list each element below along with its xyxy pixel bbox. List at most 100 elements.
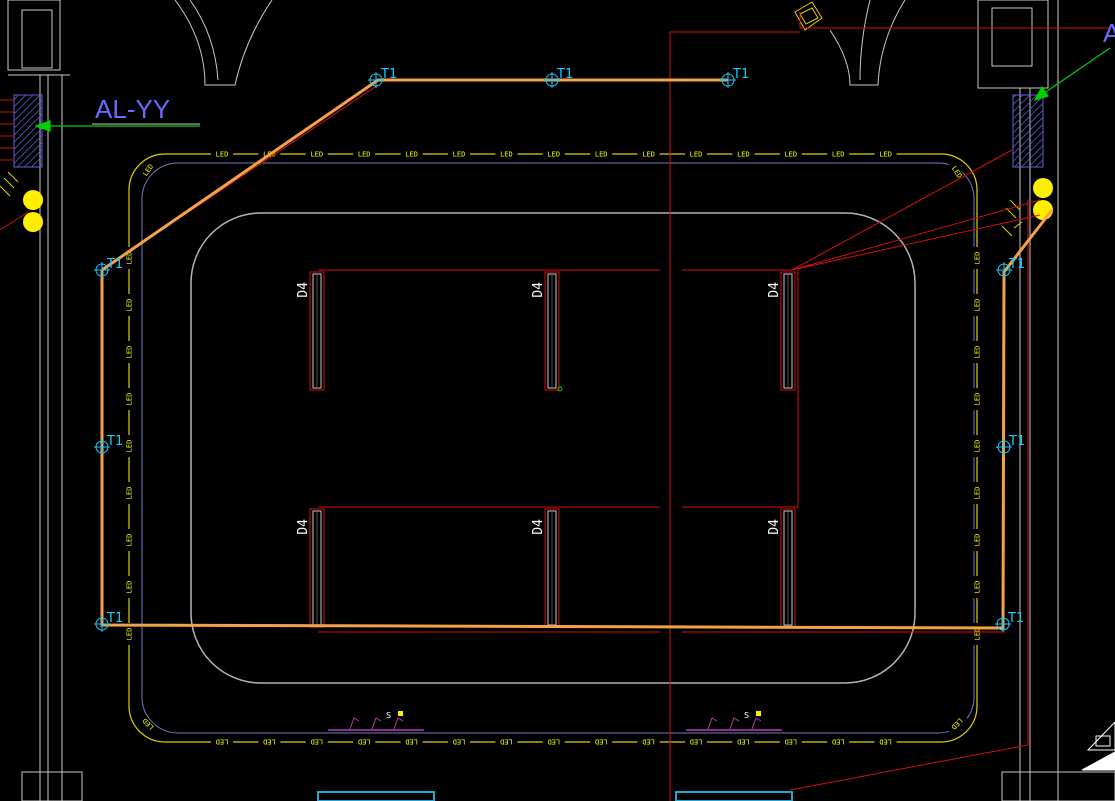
- led-label-bg: [125, 576, 133, 598]
- led-label: LED: [126, 628, 134, 641]
- linear-fixture-icon: D4: [767, 271, 796, 391]
- led-label: LED: [595, 151, 608, 159]
- led-label: LED: [126, 440, 134, 453]
- led-label: LED: [453, 738, 466, 746]
- led-label: LED: [974, 393, 982, 406]
- led-strip-ring: [128, 153, 978, 743]
- led-label: LED: [690, 738, 703, 746]
- cable-route-main: [100, 209, 1054, 630]
- led-label-bg: [542, 738, 565, 746]
- led-label: LED: [405, 151, 418, 159]
- junction-label: T1: [556, 67, 573, 82]
- junction-box-icon: T1: [996, 257, 1025, 278]
- panel-right-icon: [1012, 94, 1044, 168]
- led-label: LED: [974, 440, 982, 453]
- led-label-bg: [211, 150, 233, 158]
- bulb-icon: [1033, 178, 1053, 198]
- led-label: LED: [126, 299, 134, 312]
- led-label-bg: [637, 738, 660, 746]
- led-label: LED: [974, 487, 982, 500]
- linear-fixture-icon: D4: [296, 271, 325, 391]
- led-label-bg: [125, 435, 133, 457]
- led-label-bg: [138, 158, 158, 182]
- led-label: LED: [737, 151, 750, 159]
- outer-boundary: [141, 162, 975, 734]
- right-arch: [829, 0, 906, 86]
- led-label-bg: [685, 738, 707, 746]
- bulb-icon: [1033, 200, 1053, 220]
- led-label-bg: [827, 150, 850, 158]
- junction-box-icon: T1: [94, 257, 123, 278]
- led-label: LED: [974, 299, 982, 312]
- led-label: LED: [126, 581, 134, 594]
- led-label-bg: [973, 341, 981, 363]
- led-label-bg: [946, 713, 968, 735]
- led-label-bg: [258, 738, 281, 746]
- led-label: LED: [974, 581, 982, 594]
- led-label-bg: [732, 150, 755, 158]
- junction-label: T1: [106, 257, 123, 272]
- led-label: LED: [216, 151, 229, 159]
- led-label: LED: [974, 628, 982, 641]
- junction-box-icon: T1: [995, 611, 1024, 632]
- bottom-cyan-bar-right: [675, 791, 793, 801]
- left-arch: [174, 0, 273, 86]
- led-label-bg: [353, 738, 376, 746]
- junction-label: T1: [1007, 611, 1024, 626]
- led-label-bg: [637, 150, 660, 158]
- led-label: LED: [642, 738, 655, 746]
- led-label-bg: [305, 150, 328, 158]
- led-label: LED: [358, 151, 371, 159]
- led-label-bg: [137, 713, 159, 735]
- led-label-bg: [973, 435, 981, 457]
- linear-fixture-icon: D4: [531, 508, 560, 628]
- led-label: LED: [784, 738, 797, 746]
- panel-label: AL-YY: [95, 94, 170, 124]
- led-label-bg: [973, 576, 981, 598]
- led-label-bg: [874, 150, 897, 158]
- led-label: LED: [310, 151, 323, 159]
- led-label-bg: [125, 529, 133, 551]
- junction-label: T1: [732, 67, 749, 82]
- leader-arrows: [34, 47, 1111, 132]
- led-strip-labels: LED LED LED LED LED LED LED LED LED LED LED LED LED L…: [125, 150, 982, 746]
- led-label-bg: [448, 738, 470, 746]
- left-panel-wires: [0, 99, 29, 231]
- led-label: LED: [642, 151, 655, 159]
- led-label-bg: [779, 150, 802, 158]
- linear-fixture-icon: D4: [767, 508, 796, 628]
- linear-fixture-icon: D4: [296, 508, 325, 628]
- led-label: LED: [358, 738, 371, 746]
- bottom-left-block: [21, 771, 83, 801]
- linear-fixture-icon: D4: [531, 271, 560, 391]
- led-label: LED: [832, 151, 845, 159]
- led-label: LED: [974, 252, 982, 265]
- junction-box-icon: T1: [368, 67, 397, 88]
- led-label: LED: [216, 738, 229, 746]
- fixture-label: D4: [531, 282, 546, 298]
- fixture-label: D4: [296, 519, 311, 535]
- led-label-bg: [125, 294, 133, 316]
- led-label-bg: [590, 738, 613, 746]
- led-label-bg: [448, 150, 470, 158]
- led-label: LED: [595, 738, 608, 746]
- led-label: LED: [263, 738, 276, 746]
- panel-left-icon: [13, 94, 43, 168]
- led-label-bg: [973, 247, 981, 269]
- fixture-label: D4: [767, 519, 782, 535]
- led-label: LED: [879, 151, 892, 159]
- led-label-bg: [685, 150, 707, 158]
- led-label-bg: [827, 738, 850, 746]
- led-label-bg: [495, 150, 518, 158]
- junction-box-icon: T1: [94, 611, 123, 632]
- led-label-bg: [973, 388, 981, 410]
- led-label-bg: [874, 738, 897, 746]
- led-label: LED: [500, 738, 513, 746]
- led-label: LED: [310, 738, 323, 746]
- junction-box-icon: T1: [94, 434, 123, 455]
- led-label-bg: [973, 482, 981, 504]
- led-label: LED: [974, 346, 982, 359]
- led-label-bg: [973, 529, 981, 551]
